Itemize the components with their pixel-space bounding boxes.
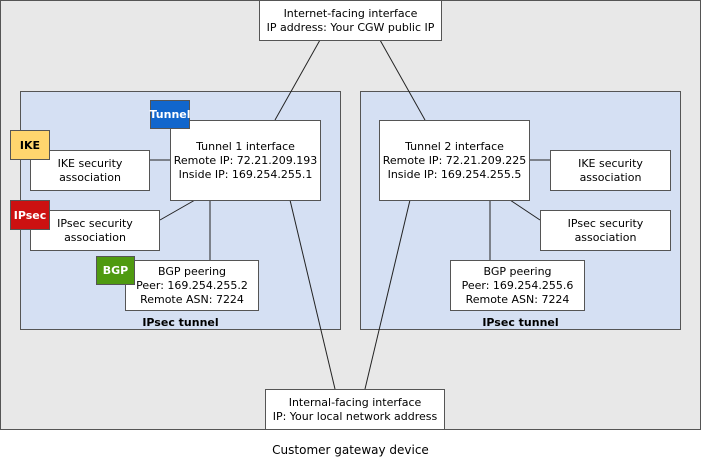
tunnel-2-panel-label: IPsec tunnel <box>482 316 559 329</box>
internet-interface-ip: IP address: Your CGW public IP <box>266 20 435 34</box>
tunnel-1-bgp-asn: Remote ASN: 7224 <box>140 292 244 306</box>
tunnel-1-ike-line1: IKE security <box>57 156 123 170</box>
ipsec-badge: IPsec <box>10 200 50 230</box>
tunnel-2-bgp-box: BGP peering Peer: 169.254.255.6 Remote A… <box>450 260 585 311</box>
tunnel-2-interface-title: Tunnel 2 interface <box>405 139 504 153</box>
internal-interface-ip: IP: Your local network address <box>272 409 438 423</box>
tunnel-2-ipsec-line2: association <box>574 230 637 244</box>
tunnel-1-interface-box: Tunnel 1 interface Remote IP: 72.21.209.… <box>170 120 321 201</box>
link-tunnel2-ipsec <box>509 199 541 221</box>
tunnel-2-ipsec-sa-box: IPsec security association <box>540 210 671 251</box>
internal-interface-title: Internal-facing interface <box>288 395 422 409</box>
tunnel-1-ipsec-line2: association <box>64 230 126 244</box>
tunnel-2-bgp-asn: Remote ASN: 7224 <box>465 292 570 306</box>
tunnel-2-inside-ip: Inside IP: 169.254.255.5 <box>387 167 522 181</box>
tunnel-1-bgp-box: BGP peering Peer: 169.254.255.2 Remote A… <box>125 260 259 311</box>
link-tunnel2-internal <box>364 199 411 390</box>
tunnel-2-interface-box: Tunnel 2 interface Remote IP: 72.21.209.… <box>379 120 530 201</box>
tunnel-1-ipsec-sa-box: IPsec security association <box>30 210 160 251</box>
tunnel-2-bgp-title: BGP peering <box>483 264 552 278</box>
tunnel-1-panel-label: IPsec tunnel <box>142 316 219 329</box>
tunnel-badge: Tunnel <box>149 100 191 129</box>
tunnel-1-ipsec-line1: IPsec security <box>57 216 133 230</box>
tunnel-2-ipsec-line1: IPsec security <box>567 216 644 230</box>
tunnel-1-ike-line2: association <box>59 170 121 184</box>
bgp-badge: BGP <box>96 256 135 285</box>
tunnel-1-bgp-title: BGP peering <box>157 264 227 278</box>
tunnel-2-remote-ip: Remote IP: 72.21.209.225 <box>382 153 527 167</box>
customer-gateway-device-caption: Customer gateway device <box>272 443 429 457</box>
tunnel-1-ike-sa-box: IKE security association <box>30 150 150 191</box>
internet-facing-interface-box: Internet-facing interface IP address: Yo… <box>259 0 442 41</box>
tunnel-1-bgp-peer: Peer: 169.254.255.2 <box>136 278 248 292</box>
link-internet-tunnel1 <box>274 39 321 121</box>
tunnel-2-ike-line2: association <box>579 170 642 184</box>
link-tunnel1-internal <box>289 199 336 390</box>
tunnel-1-inside-ip: Inside IP: 169.254.255.1 <box>178 167 313 181</box>
ike-badge: IKE <box>10 130 50 160</box>
internal-facing-interface-box: Internal-facing interface IP: Your local… <box>265 389 445 430</box>
tunnel-2-ike-sa-box: IKE security association <box>550 150 671 191</box>
internet-interface-title: Internet-facing interface <box>283 6 418 20</box>
tunnel-2-ike-line1: IKE security <box>578 156 643 170</box>
link-internet-tunnel2 <box>379 39 426 121</box>
tunnel-1-remote-ip: Remote IP: 72.21.209.193 <box>173 153 318 167</box>
tunnel-1-interface-title: Tunnel 1 interface <box>196 139 295 153</box>
link-tunnel1-ipsec <box>159 199 196 221</box>
tunnel-2-bgp-peer: Peer: 169.254.255.6 <box>461 278 574 292</box>
